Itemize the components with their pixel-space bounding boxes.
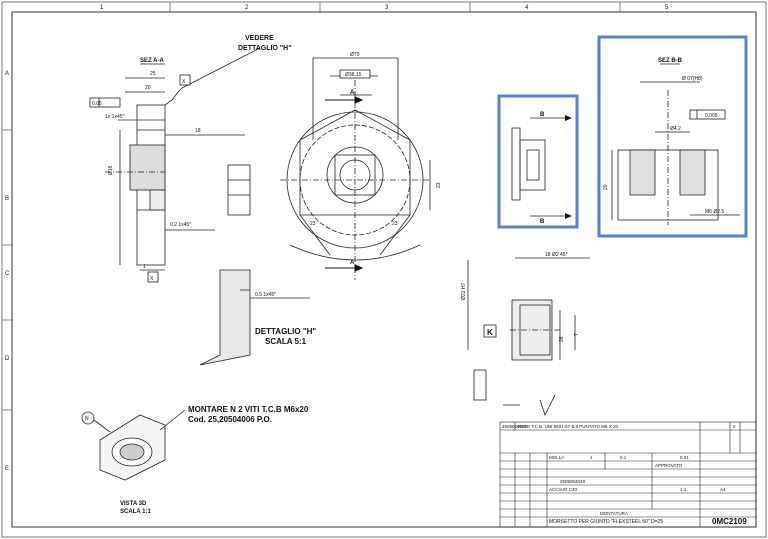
title-block-text: 2505004000 VISTE T.C.B. UNI 5931-67-8.8 … (502, 424, 747, 526)
detail-callout-line1: VEDERE (245, 35, 274, 42)
front-view (280, 57, 431, 280)
section-a-diameter: Ø16 (108, 165, 114, 175)
section-a-labels: 25 20 1x 1x45° 0.05 X Ø16 0.2 1x45° 1 X … (92, 71, 201, 282)
side-dim-vert: Ø22 H7 (461, 283, 467, 300)
front-view-labels: Ø70 Ø38.15 23 23 23 A A (310, 52, 442, 266)
section-b-dim-bottom: M6 Ø2.5 (705, 209, 724, 215)
detail-h-title: DETTAGLIO "H" (255, 327, 316, 336)
side-view-labels: 18 Ø2 45° K Ø22 H7 26 7 (461, 252, 580, 342)
section-a-bottom-chamfer: 0.2 1x45° (170, 222, 191, 228)
tb-designer: MONTATURA (600, 511, 628, 516)
iso-scale: SCALA 1:1 (120, 509, 151, 515)
section-a-title: SEZ A-A (140, 58, 164, 64)
section-mark-top: A (350, 90, 355, 96)
detail-h-view (199, 269, 310, 366)
section-a-dim-25: 25 (150, 71, 156, 77)
detail-h-scale: SCALA 5:1 (265, 337, 307, 346)
tb-weight: 0.1 (620, 455, 627, 460)
grid-left-labels: A B C D E (5, 71, 10, 472)
iso-view (81, 409, 186, 481)
grid-top-4: 4 (525, 5, 529, 11)
view-b-mark-top: B (540, 112, 545, 118)
section-a-dim-20: 20 (145, 85, 151, 91)
tb-surface: 0,01 (680, 455, 689, 460)
section-a-bottom-box: X (150, 276, 154, 282)
grid-left-c: C (5, 271, 10, 277)
section-a-dim-bottom: 1 (143, 264, 146, 270)
grid-top-labels: 1 2 3 4 5 (100, 5, 669, 11)
detail-h-labels: 0.5 1x45° DETTAGLIO "H" SCALA 5:1 (255, 292, 316, 346)
iso-title: VISTA 3D (120, 501, 147, 507)
tb-treatment: ACCIAIO C40 (549, 487, 578, 492)
section-b-dim-d: Ø4.2 (670, 126, 681, 132)
note-line2: Cod. 25,20504006 P.O. (188, 415, 272, 424)
section-b-title: SEZ B-B (658, 58, 683, 64)
section-b-view (611, 63, 740, 225)
main-note: N MONTARE N 2 VITI T.C.B M6x20 Cod. 25,2… (85, 405, 309, 515)
front-dim-top: Ø70 (350, 52, 360, 58)
view-b-arrows: B B (540, 112, 572, 225)
front-dim-23a: 23 (310, 221, 316, 227)
tb-part-name: MOLLA (549, 455, 564, 460)
side-view (467, 257, 590, 417)
highlight-box-section-b (597, 35, 748, 238)
section-a-dim-18: 18 (195, 128, 201, 134)
section-a-dim-chamfer: 1x 1x45° (105, 114, 125, 120)
front-dim-box: Ø38.15 (345, 72, 362, 78)
grid-left-d: D (5, 356, 10, 362)
tb-approvals: APPROVATO (655, 463, 683, 468)
front-dim-side: 23 (436, 182, 442, 188)
tb-scale: 1:1 (680, 487, 687, 492)
view-b-mark-bottom: B (540, 219, 545, 225)
section-mark-bottom: A (350, 260, 355, 266)
tb-revision: 2505004000 (502, 424, 528, 429)
tb-material-note: VISTE T.C.B. UNI 5931-67-8.8 PUNTATO M6 … (517, 424, 618, 429)
side-dim-26: 26 (559, 336, 565, 342)
section-b-dim-side: 20 (603, 184, 609, 190)
note-balloon: N (85, 416, 89, 422)
tb-qty: 1 (590, 455, 593, 460)
tb-sheet-label: 2 (733, 424, 736, 429)
front-view-arrows (325, 96, 364, 272)
section-a-tol-value: 0.05 (92, 101, 102, 107)
grid-top-3: 3 (385, 5, 389, 11)
section-b-labels: SEZ B-B Ø 07(H8) 0.005 Ø4.2 20 M6 Ø2.5 (603, 58, 724, 215)
side-dim-top: 18 Ø2 45° (545, 252, 568, 258)
detail-callout: VEDERE DETTAGLIO "H" (238, 35, 292, 52)
detail-callout-line2: DETTAGLIO "H" (238, 45, 292, 52)
grid-left-e: E (5, 466, 9, 472)
grid-left-a: A (5, 71, 9, 77)
side-ref-k: K (487, 328, 493, 337)
note-line1: MONTARE N 2 VITI T.C.B M6x20 (188, 405, 309, 414)
tb-description: MORSETTO PER GIUNTO "FLEXSTEEL 50" D=25 (549, 519, 663, 525)
detail-h-note: 0.5 1x45° (255, 292, 276, 298)
tb-format: A4 (720, 487, 726, 492)
section-a-ref-letter: X (182, 79, 186, 85)
side-dim-7: 7 (574, 333, 580, 336)
grid-top-1: 1 (100, 5, 104, 11)
tb-drawing-code: 2505004049 (560, 479, 586, 484)
title-block (499, 421, 757, 528)
highlight-box-view-b (497, 94, 579, 229)
grid-top-2: 2 (245, 5, 249, 11)
sheet-inner-border (11, 11, 757, 528)
front-dim-23b: 23 (392, 221, 398, 227)
view-b-small (511, 117, 565, 217)
section-b-tol: 0.005 (705, 113, 718, 119)
section-b-dim-top: Ø 07(H8) (682, 76, 703, 82)
section-a-view: SEZ A-A (89, 47, 261, 283)
grid-top-5: 5 (665, 5, 669, 11)
tb-code: 0MC2109 (712, 517, 747, 526)
grid-left-b: B (5, 196, 9, 202)
